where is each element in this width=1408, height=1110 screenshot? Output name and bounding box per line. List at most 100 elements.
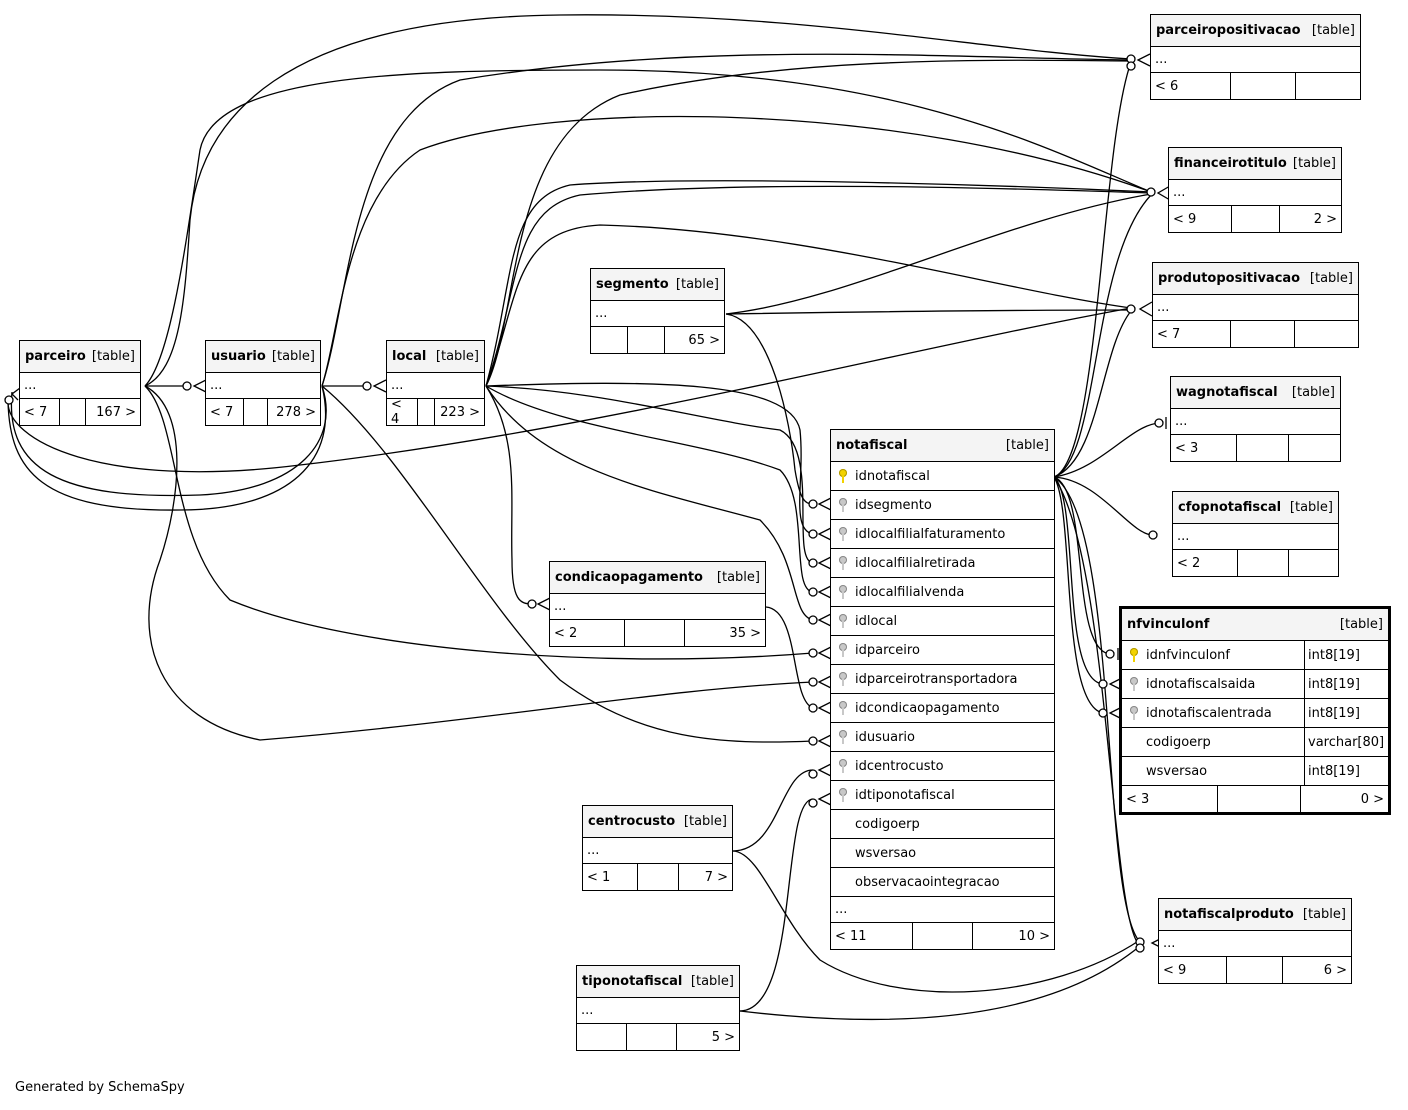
primary-key-icon xyxy=(1130,648,1138,662)
foreign-key-icon xyxy=(1130,706,1138,720)
edge-notafiscal-parceiropositivacao xyxy=(1053,61,1132,478)
crowfoot-marker xyxy=(1136,53,1151,67)
edge-segmento-idsegmento xyxy=(725,313,814,505)
table-produtopositivacao[interactable]: produtopositivacao[table] ... < 7 xyxy=(1152,262,1359,348)
edge-local-idlocal xyxy=(485,385,814,621)
footer-parents: < 9 xyxy=(1169,206,1232,232)
footer-children xyxy=(1296,73,1360,99)
edge-notafiscal-notafiscalproduto-2 xyxy=(1053,476,1141,947)
optional-marker xyxy=(362,381,372,391)
table-wagnotafiscal[interactable]: wagnotafiscal[table] ... < 3 xyxy=(1170,376,1341,462)
column-row: idparceirotransportadora xyxy=(831,665,1054,694)
optional-marker xyxy=(1098,679,1108,689)
column-name: idcondicaopagamento xyxy=(855,700,1000,716)
table-footer: 5 > xyxy=(577,1024,739,1050)
footer-rows xyxy=(1231,73,1296,99)
column-row: idcondicaopagamento xyxy=(831,694,1054,723)
footer-parents: < 9 xyxy=(1159,957,1227,983)
table-tag: [table] xyxy=(1005,438,1049,453)
footer-children: 5 > xyxy=(711,1029,735,1045)
ellipsis-row: ... xyxy=(550,594,765,620)
table-name: tiponotafiscal xyxy=(582,974,683,989)
edge-usuario-parceiro xyxy=(10,385,327,497)
table-tiponotafiscal[interactable]: tiponotafiscal[table] ... 5 > xyxy=(576,965,740,1051)
edge-notafiscal-produtopositivacao xyxy=(1053,310,1132,478)
crowfoot-marker xyxy=(817,585,832,599)
table-name: parceiropositivacao xyxy=(1156,23,1301,38)
footer-rows xyxy=(638,864,679,890)
foreign-key-icon xyxy=(839,788,847,802)
foreign-key-icon xyxy=(839,498,847,512)
table-tag: [table] xyxy=(1339,617,1383,632)
table-parceiropositivacao[interactable]: parceiropositivacao[table] ... < 6 xyxy=(1150,14,1361,100)
primary-key-icon xyxy=(839,469,847,483)
edge-parceiro-parceiropositivacao xyxy=(144,14,1132,387)
column-type: varchar[80] xyxy=(1304,728,1388,756)
column-row: idsegmento xyxy=(831,491,1054,520)
ellipsis-row: ... xyxy=(1171,409,1340,435)
ellipsis-row: ... xyxy=(831,897,1054,923)
footer-parents xyxy=(591,327,628,353)
crowfoot-marker xyxy=(817,556,832,570)
column-row: observacaointegracao xyxy=(831,868,1054,897)
footer-parents: < 3 xyxy=(1171,435,1237,461)
table-tag: [table] xyxy=(91,349,135,364)
ellipsis-row: ... xyxy=(591,301,724,327)
column-row: idlocalfilialfaturamento xyxy=(831,520,1054,549)
edge-notafiscal-nfvinculonf-1 xyxy=(1053,476,1111,655)
edge-notafiscal-nfvinculonf-3 xyxy=(1053,476,1104,714)
optional-marker xyxy=(4,395,14,405)
footer-children: 6 > xyxy=(1323,962,1347,978)
table-name: parceiro xyxy=(25,349,86,364)
table-footer: < 2 xyxy=(1173,550,1338,576)
footer-parents: < 7 xyxy=(20,399,60,425)
table-footer: < 6 xyxy=(1151,73,1360,99)
footer-rows xyxy=(1232,206,1280,232)
table-name: wagnotafiscal xyxy=(1176,385,1278,400)
footer-parents: < 3 xyxy=(1122,786,1218,812)
optional-marker xyxy=(1154,418,1164,428)
footer-children xyxy=(1289,550,1338,576)
optional-marker xyxy=(1126,61,1136,71)
edge-local-idlocalfilialvenda xyxy=(485,385,814,593)
optional-marker xyxy=(1105,649,1115,659)
foreign-key-icon xyxy=(839,585,847,599)
footer-rows xyxy=(1218,786,1301,812)
edge-local-produtopositivacao xyxy=(485,224,1132,387)
optional-marker xyxy=(1148,530,1158,540)
footer-rows xyxy=(1237,435,1289,461)
table-tag: [table] xyxy=(683,814,727,829)
edge-parceiro-financeirotitulo xyxy=(144,69,1152,387)
column-name: idlocal xyxy=(855,613,898,629)
foreign-key-icon xyxy=(839,759,847,773)
table-segmento[interactable]: segmento[table] ... 65 > xyxy=(590,268,725,354)
edge-tiponotafiscal-notafiscalproduto xyxy=(739,945,1141,1021)
crowfoot-marker xyxy=(1108,677,1123,691)
foreign-key-icon xyxy=(839,643,847,657)
crowfoot-marker xyxy=(817,734,832,748)
column-row: idnotafiscal xyxy=(831,462,1054,491)
table-cfopnotafiscal[interactable]: cfopnotafiscal[table] ... < 2 xyxy=(1172,491,1339,577)
table-name: nfvinculonf xyxy=(1127,617,1210,632)
footer-children: 223 > xyxy=(440,404,480,420)
ellipsis-row: ... xyxy=(206,373,320,399)
column-row: idlocalfilialretirada xyxy=(831,549,1054,578)
column-row: codigoerp xyxy=(831,810,1054,839)
column-name: idlocalfilialvenda xyxy=(855,584,965,600)
table-tag: [table] xyxy=(271,349,315,364)
column-name: wsversao xyxy=(1146,763,1208,779)
edge-condicaopagamento-idcondicaopagamento xyxy=(765,606,814,709)
footer-rows xyxy=(1227,957,1283,983)
table-footer: < 7 xyxy=(1153,321,1358,347)
table-notafiscal[interactable]: notafiscal[table] idnotafiscal idsegment… xyxy=(830,429,1055,950)
optional-marker xyxy=(808,529,818,539)
footer-parents: < 7 xyxy=(1153,321,1231,347)
